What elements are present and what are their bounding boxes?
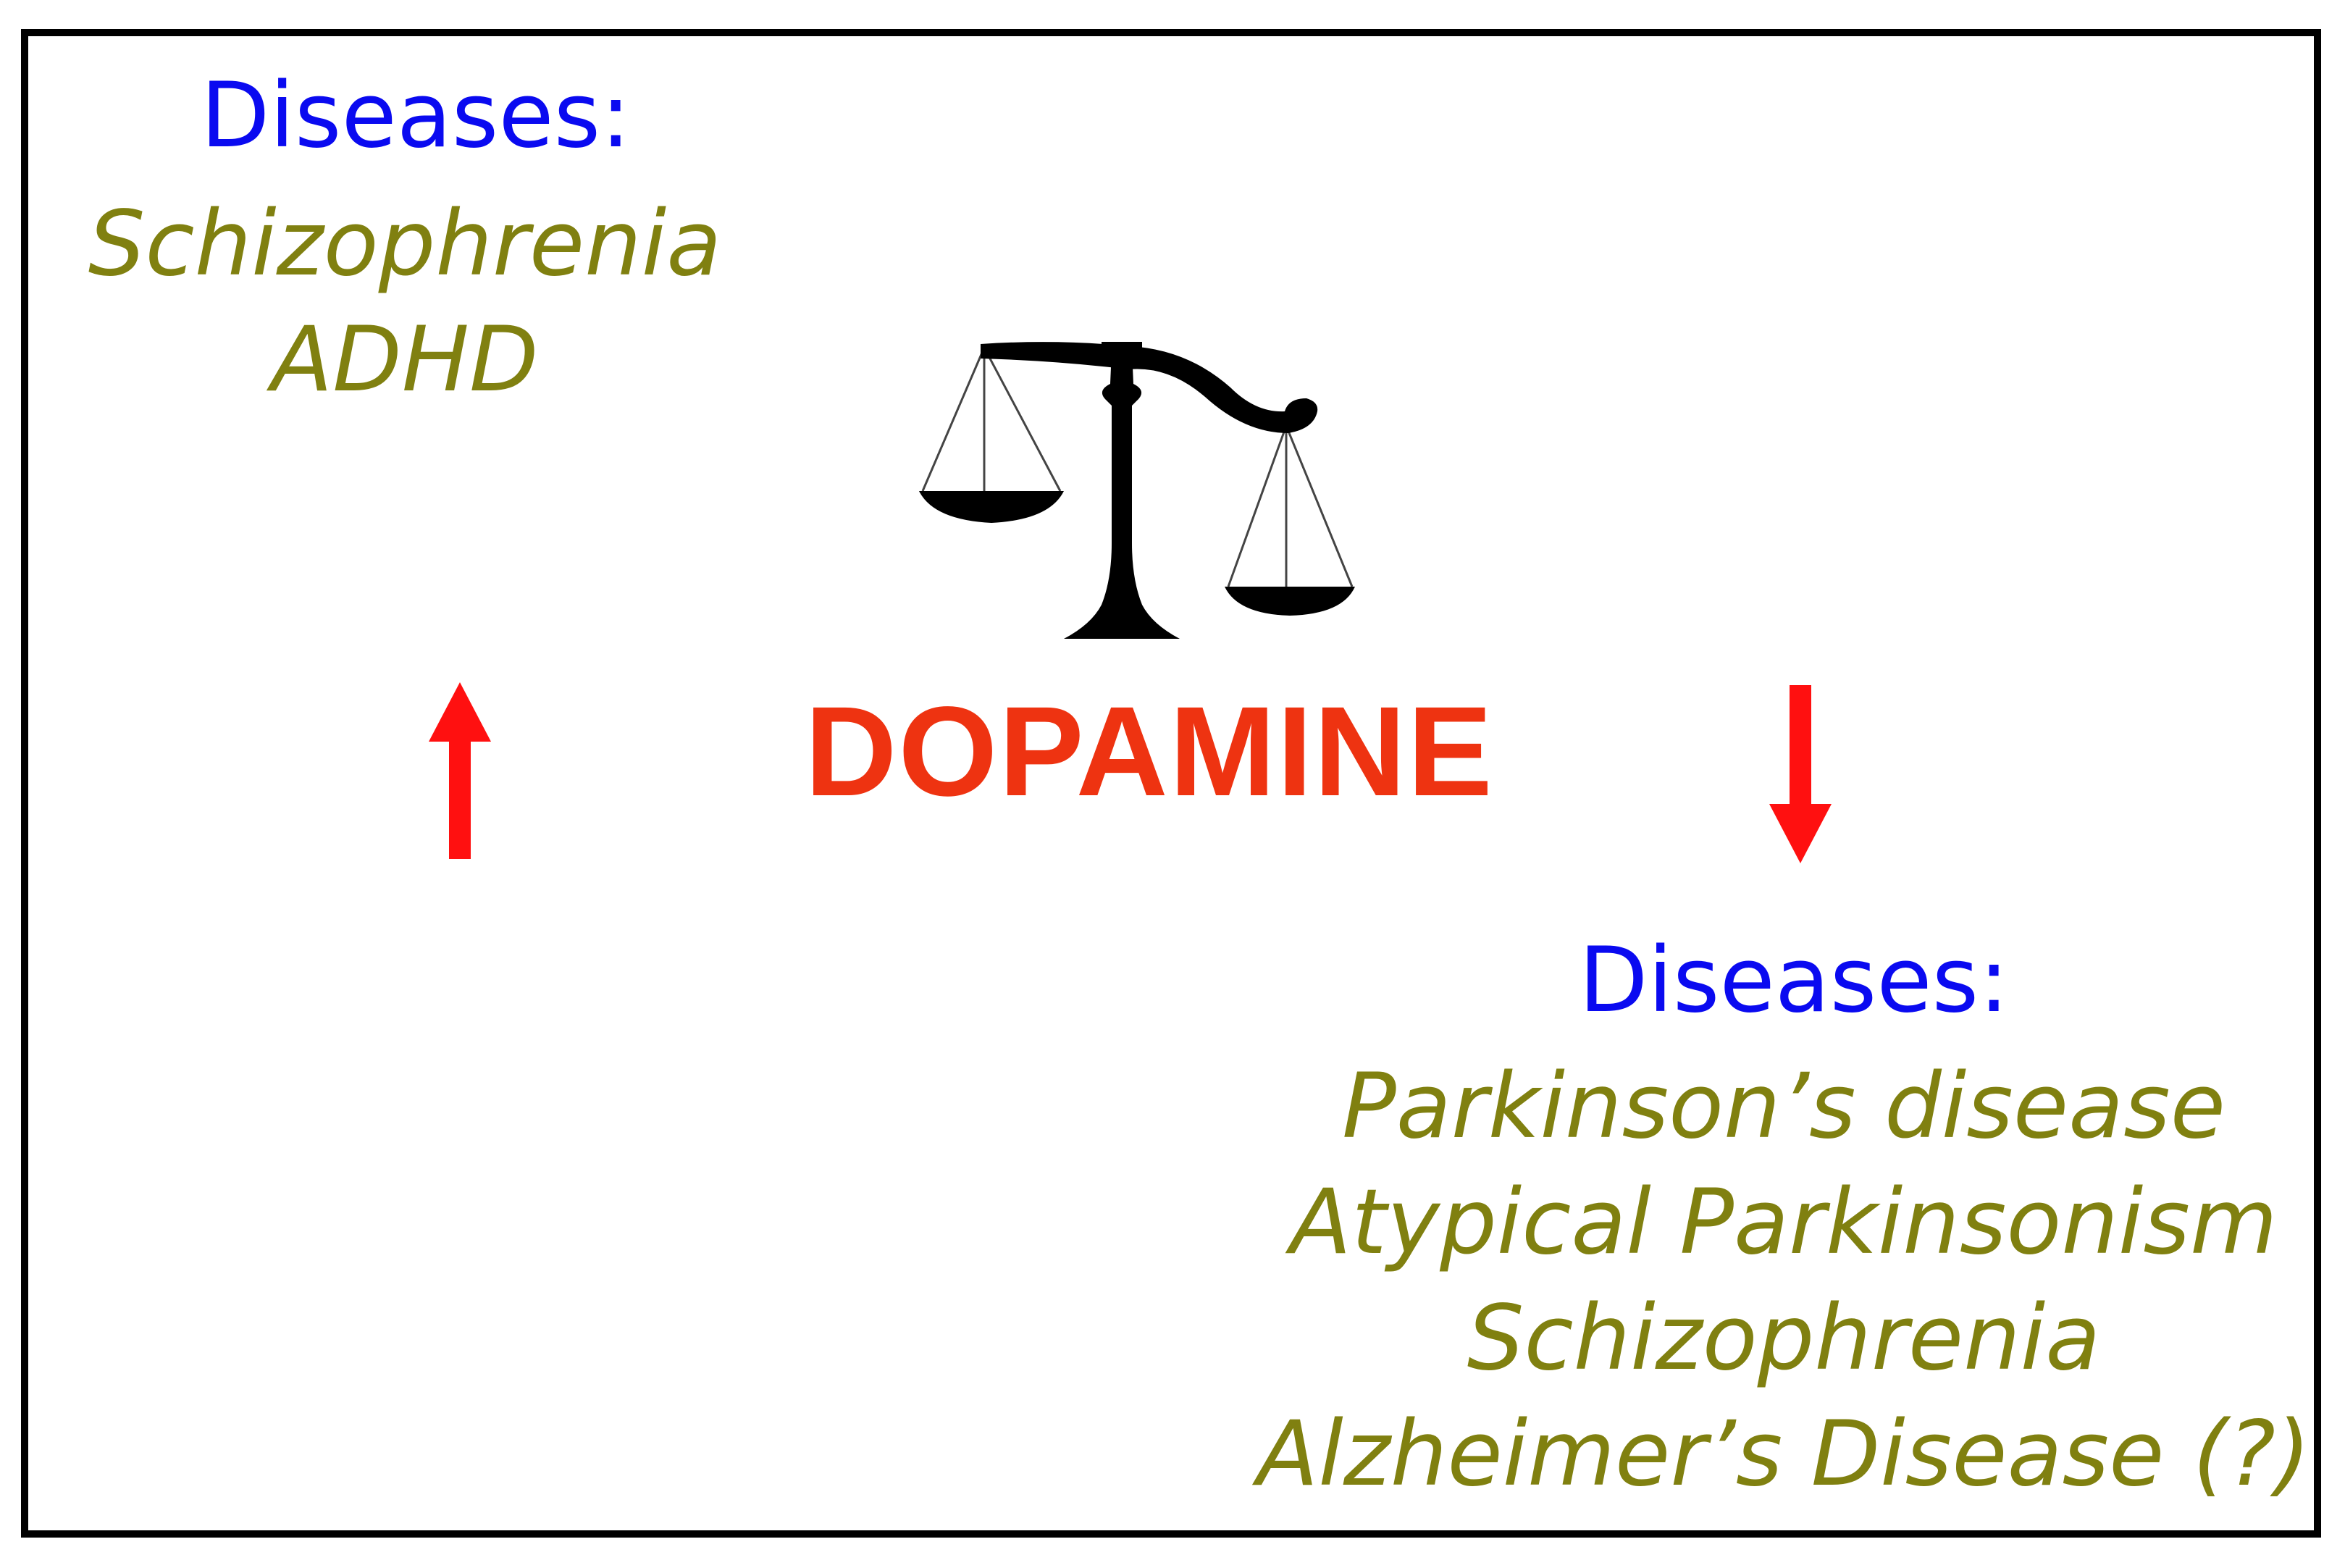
decreased-disease-item: Alzheimer’s Disease (?) <box>1257 1402 2311 1506</box>
arrow-down-icon <box>1769 685 1832 863</box>
increased-diseases-heading: Diseases: <box>200 64 632 168</box>
decreased-diseases-heading: Diseases: <box>1578 928 2010 1033</box>
increased-disease-item: ADHD <box>271 308 539 412</box>
decreased-disease-item: Parkinson’s disease <box>1341 1055 2226 1159</box>
arrow-up-icon <box>429 682 491 859</box>
decreased-diseases-list: Parkinson’s disease Atypical Parkinsonis… <box>1257 1049 2311 1512</box>
increased-disease-item: Schizophrenia <box>88 192 722 296</box>
decreased-disease-item: Schizophrenia <box>1467 1286 2101 1391</box>
diagram-frame: Diseases: Schizophrenia ADHD DOPAMINE <box>21 29 2321 1538</box>
increased-diseases-list: Schizophrenia ADHD <box>88 186 721 418</box>
dopamine-title: DOPAMINE <box>805 681 1494 823</box>
balance-scale-icon <box>919 342 1355 639</box>
decreased-disease-item: Atypical Parkinsonism <box>1290 1170 2278 1275</box>
